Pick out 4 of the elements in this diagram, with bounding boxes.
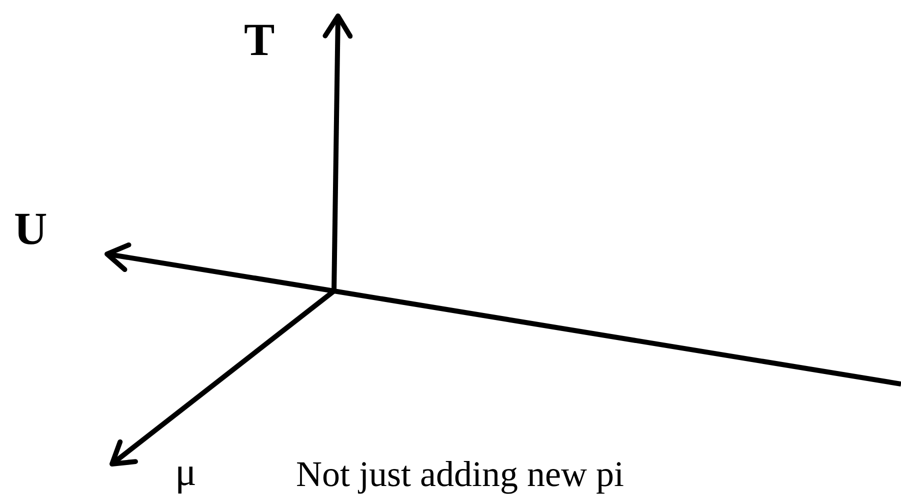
axis-label: T — [244, 17, 275, 63]
axis-label: μ — [175, 452, 196, 492]
axis-label: U — [14, 206, 48, 252]
note-text: Not just adding new pi — [296, 456, 624, 492]
